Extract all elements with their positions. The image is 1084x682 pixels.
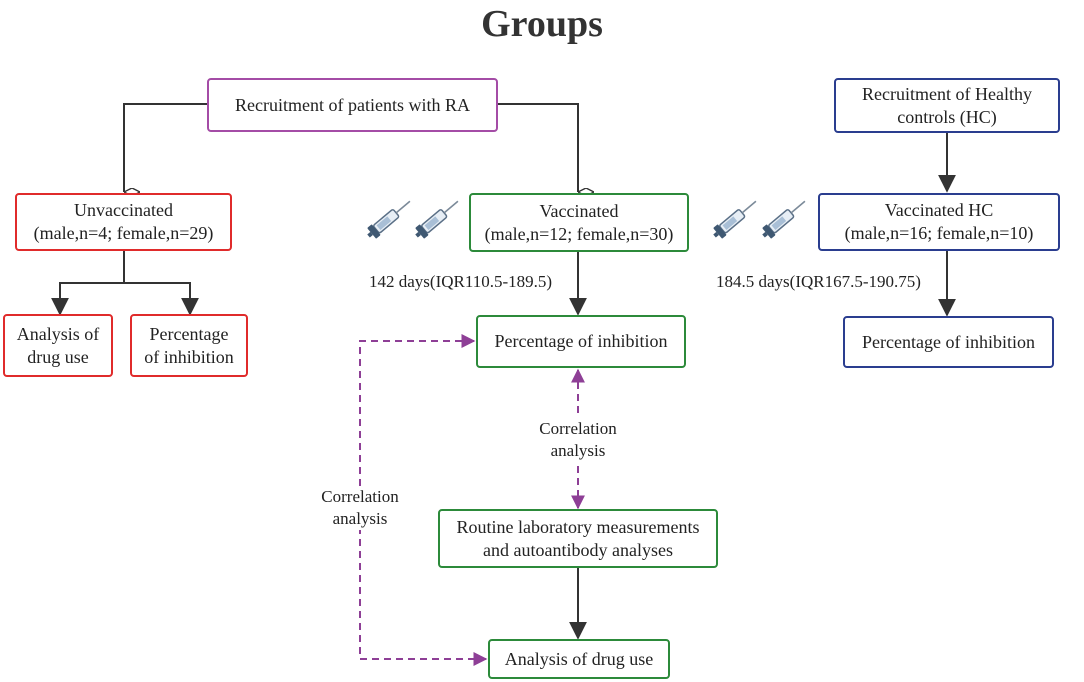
days-vaccinated-label: 142 days(IQR110.5-189.5) — [369, 272, 553, 291]
node-label: Percentage of inhibition — [494, 331, 668, 351]
percentage-inhibition-left-node: Percentage of inhibition — [130, 314, 248, 377]
node-label-line2: (male,n=4; female,n=29) — [33, 223, 214, 243]
node-label-line2: and autoantibody analyses — [483, 539, 673, 560]
recruitment-hc-node: Recruitment of Healthy controls (HC) — [834, 78, 1060, 133]
days-hc-label: 184.5 days(IQR167.5-190.75) — [716, 272, 921, 291]
correlation-label-mid: Correlation analysis — [518, 418, 638, 462]
node-label: Percentage of inhibition — [862, 331, 1035, 352]
node-label-line1: Vaccinated HC — [884, 200, 994, 220]
correlation-line1: Correlation — [321, 487, 399, 506]
node-label-line1: Percentage — [149, 323, 229, 344]
correlation-line1: Correlation — [539, 419, 617, 438]
analysis-drug-use-bottom-node: Analysis of drug use — [488, 639, 670, 679]
syringe-icon — [415, 200, 459, 239]
node-label-line2: (male,n=12; female,n=30) — [484, 223, 674, 244]
correlation-line2: analysis — [550, 441, 606, 460]
node-label-line2: drug use — [27, 346, 89, 367]
node-label-line1: Vaccinated — [539, 200, 619, 221]
vaccinated-hc-node: Vaccinated HC (male,n=16; female,n=10) — [818, 193, 1060, 251]
edge-ra-to-vaccinated — [497, 103, 578, 192]
syringe-icon — [367, 200, 411, 239]
node-label-line2: (male,n=16; female,n=10) — [844, 223, 1034, 243]
node-label-line1: Analysis of — [16, 323, 100, 344]
node-label: Analysis of drug use — [504, 648, 654, 669]
percentage-inhibition-mid-node: Percentage of inhibition — [476, 315, 686, 368]
node-label-line1: Recruitment of Healthy — [862, 83, 1032, 104]
edge-correlation-left — [359, 334, 488, 666]
edge-ra-to-unvaccinated — [123, 103, 208, 192]
syringe-icon — [713, 200, 757, 239]
node-label-line1: Routine laboratory measurements — [456, 516, 700, 537]
analysis-drug-use-left-node: Analysis of drug use — [3, 314, 113, 377]
syringe-icon — [762, 200, 806, 239]
vaccinated-node: Vaccinated (male,n=12; female,n=30) — [469, 193, 689, 252]
edge-unvaccinated-split — [59, 250, 190, 314]
routine-lab-node: Routine laboratory measurements and auto… — [438, 509, 718, 568]
unvaccinated-node: Unvaccinated (male,n=4; female,n=29) — [15, 193, 232, 251]
correlation-line2: analysis — [332, 509, 388, 528]
node-label-line2: of inhibition — [144, 346, 234, 367]
page-title: Groups — [481, 3, 603, 45]
node-label-line2: controls (HC) — [897, 106, 997, 127]
node-label-line1: Unvaccinated — [74, 200, 173, 220]
percentage-inhibition-right-node: Percentage of inhibition — [843, 316, 1054, 368]
node-label: Recruitment of patients with RA — [235, 94, 470, 115]
correlation-label-left: Correlation analysis — [300, 486, 420, 530]
recruitment-ra-node: Recruitment of patients with RA — [207, 78, 498, 132]
